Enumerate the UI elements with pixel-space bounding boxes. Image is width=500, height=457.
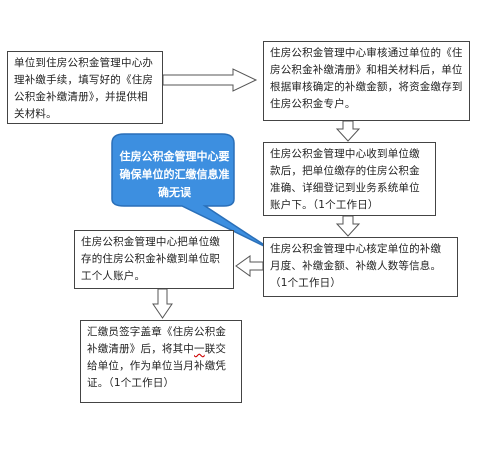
step6-box: 汇缴员签字盖章《住房公积金补缴清册》后，将其中一联交给单位，作为单位当月补缴凭证… xyxy=(80,320,242,403)
step6-text-marked: 一 xyxy=(194,343,205,355)
callout-bubble xyxy=(111,133,273,251)
step6-text-pre: 汇缴员签字盖章《住房公积金补缴清册》后，将其中 xyxy=(87,326,227,355)
arrow-step2-to-step3 xyxy=(335,120,361,142)
step6-text-post: 联交给单位，作为单位当月补缴凭证。（1个工作日） xyxy=(87,343,227,389)
arrow-step4-to-step5 xyxy=(235,255,264,277)
step3-text: 住房公积金管理中心收到单位缴款后，把单位缴存的住房公积金准确、详细登记到业务系统… xyxy=(270,148,420,211)
step3-box: 住房公积金管理中心收到单位缴款后，把单位缴存的住房公积金准确、详细登记到业务系统… xyxy=(263,142,436,216)
step2-box: 住房公积金管理中心审核通过单位的《住房公积金补缴清册》和相关材料后，单位根据审核… xyxy=(263,41,470,121)
callout-text: 住房公积金管理中心要确保单位的汇缴信息准确无误 xyxy=(119,150,230,199)
step4-box: 住房公积金管理中心核定单位的补缴月度、补缴金额、补缴人数等信息。（1个工作日） xyxy=(263,237,458,297)
arrow-step5-to-step6 xyxy=(152,288,173,319)
step5-box: 住房公积金管理中心把单位缴存的住房公积金补缴到单位职工个人账户。 xyxy=(74,230,234,289)
step1-box: 单位到住房公积金管理中心办理补缴手续，填写好的《住房公积金补缴清册》，并提供相关… xyxy=(7,51,163,124)
step5-text: 住房公积金管理中心把单位缴存的住房公积金补缴到单位职工个人账户。 xyxy=(81,236,221,282)
step2-text: 住房公积金管理中心审核通过单位的《住房公积金补缴清册》和相关材料后，单位根据审核… xyxy=(270,47,463,110)
step4-text: 住房公积金管理中心核定单位的补缴月度、补缴金额、补缴人数等信息。（1个工作日） xyxy=(270,243,442,289)
arrow-step1-to-step2 xyxy=(162,68,258,92)
arrow-step3-to-step4 xyxy=(335,215,361,237)
step1-text: 单位到住房公积金管理中心办理补缴手续，填写好的《住房公积金补缴清册》，并提供相关… xyxy=(14,57,154,120)
